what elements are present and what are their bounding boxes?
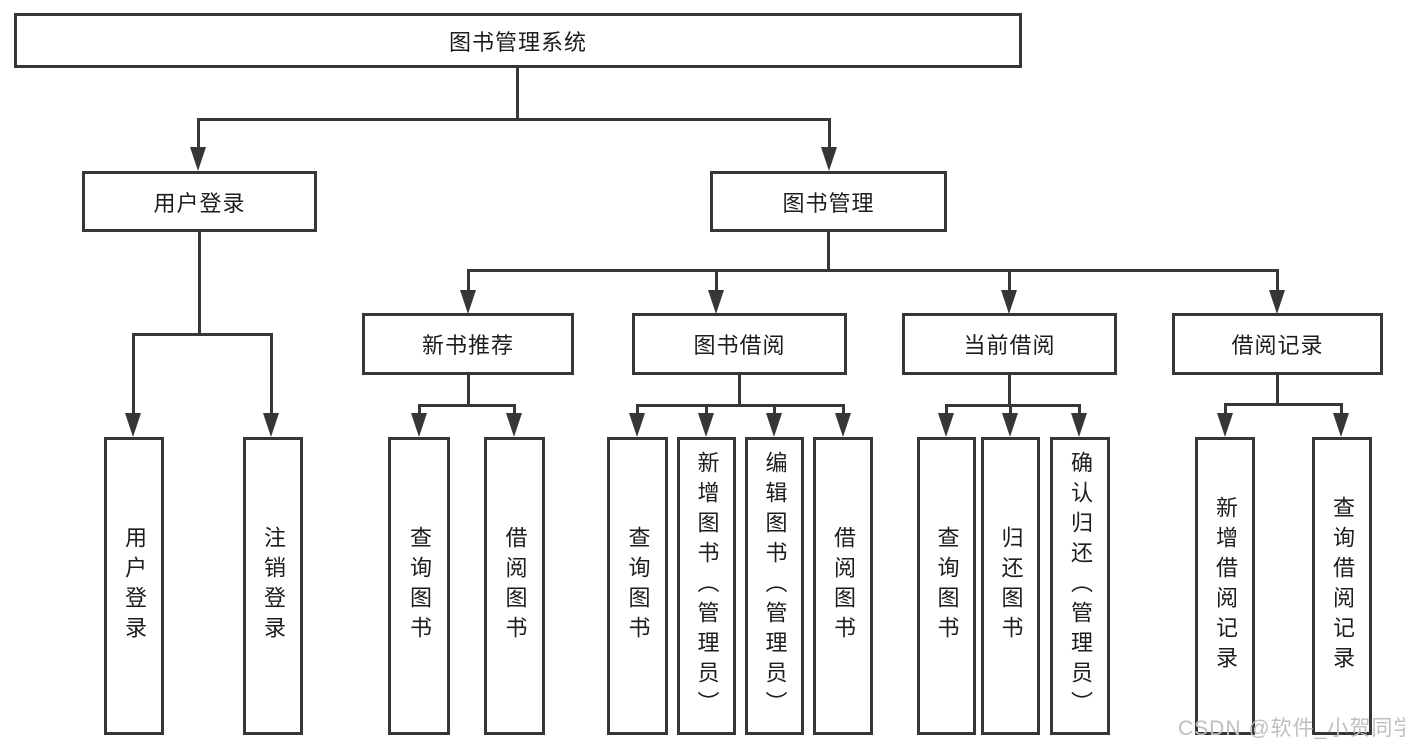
connector-leaf-stem <box>636 404 639 415</box>
connector-leaf-stem <box>773 404 776 415</box>
node-label: 用户登录 <box>153 190 246 216</box>
arrow-down-icon <box>263 413 279 437</box>
connector-borrowing-records-stem <box>1276 375 1279 405</box>
arrow-down-icon <box>411 413 427 437</box>
arrow-down-icon <box>190 147 206 171</box>
connector-to-book-management <box>828 118 831 150</box>
connector-to-book-borrowing <box>715 269 718 291</box>
node-label: 图书借阅 <box>693 333 786 358</box>
arrow-down-icon <box>1001 290 1017 314</box>
leaf-label: 查询借阅记录 <box>1330 496 1355 676</box>
arrow-down-icon <box>1002 413 1018 437</box>
arrow-down-icon <box>835 413 851 437</box>
leaf-query-books-recommend: 查询图书 <box>388 437 450 735</box>
connector-book-borrowing-stem <box>738 375 741 407</box>
connector-leaf-stem <box>1224 403 1227 415</box>
connector-user-login-stem <box>198 232 201 336</box>
node-current-borrowing: 当前借阅 <box>902 313 1117 375</box>
node-user-login: 用户登录 <box>82 171 317 232</box>
leaf-logout: 注销登录 <box>243 437 303 735</box>
leaf-add-book-admin: 新增图书（管理员） <box>677 437 736 735</box>
connector-leaf-stem <box>705 404 708 415</box>
connector-to-new-book <box>467 269 470 291</box>
leaf-label: 借阅图书 <box>831 526 856 646</box>
leaf-borrow-books-recommend: 借阅图书 <box>484 437 545 735</box>
connector-current-borrowing-rail <box>945 404 1080 407</box>
connector-new-book-stem <box>467 375 470 407</box>
leaf-label: 新增图书（管理员） <box>694 451 720 721</box>
arrow-down-icon <box>708 290 724 314</box>
connector-new-book-rail <box>418 404 516 407</box>
leaf-edit-book-admin: 编辑图书（管理员） <box>745 437 804 735</box>
connector-book-management-rail <box>467 269 1279 272</box>
leaf-query-books-current: 查询图书 <box>917 437 976 735</box>
leaf-return-books: 归还图书 <box>981 437 1040 735</box>
arrow-down-icon <box>1217 413 1233 437</box>
connector-to-leaf-user-login <box>132 333 135 415</box>
node-label: 当前借阅 <box>963 333 1056 358</box>
connector-root-rail <box>197 118 831 121</box>
leaf-label: 新增借阅记录 <box>1213 496 1238 676</box>
connector-current-borrowing-stem <box>1008 375 1011 407</box>
leaf-add-borrow-record: 新增借阅记录 <box>1195 437 1255 735</box>
node-borrowing-records: 借阅记录 <box>1172 313 1383 375</box>
connector-leaf-stem <box>513 404 516 415</box>
node-label: 图书管理 <box>782 190 875 216</box>
connector-leaf-stem <box>418 404 421 415</box>
arrow-down-icon <box>1071 413 1087 437</box>
arrow-down-icon <box>698 413 714 437</box>
arrow-down-icon <box>1269 290 1285 314</box>
leaf-label: 查询图书 <box>625 526 651 646</box>
connector-to-current-borrowing <box>1008 269 1011 291</box>
leaf-label: 注销登录 <box>261 526 286 646</box>
connector-user-login-rail <box>132 333 273 336</box>
connector-to-borrowing-records <box>1276 269 1279 291</box>
connector-book-borrowing-rail <box>636 404 845 407</box>
leaf-label: 查询图书 <box>934 526 960 646</box>
leaf-label: 编辑图书（管理员） <box>762 451 788 721</box>
leaf-confirm-return-admin: 确认归还（管理员） <box>1050 437 1110 735</box>
leaf-borrow-books-borrowing: 借阅图书 <box>813 437 873 735</box>
leaf-label: 归还图书 <box>998 526 1024 646</box>
node-book-management: 图书管理 <box>710 171 947 232</box>
connector-borrowing-records-rail <box>1224 403 1343 406</box>
leaf-query-borrow-record: 查询借阅记录 <box>1312 437 1372 735</box>
leaf-label: 查询图书 <box>407 526 432 646</box>
leaf-label: 借阅图书 <box>502 526 528 646</box>
connector-leaf-stem <box>842 404 845 415</box>
connector-root-stem <box>516 68 519 121</box>
connector-leaf-stem <box>1078 404 1081 415</box>
node-label: 借阅记录 <box>1231 333 1324 358</box>
arrow-down-icon <box>766 413 782 437</box>
node-label: 新书推荐 <box>421 333 514 358</box>
arrow-down-icon <box>460 290 476 314</box>
connector-leaf-stem <box>945 404 948 415</box>
csdn-watermark: CSDN @软件_小贺同学 <box>1178 717 1405 740</box>
node-label: 图书管理系统 <box>448 29 587 55</box>
arrow-down-icon <box>629 413 645 437</box>
leaf-label: 用户登录 <box>122 526 147 646</box>
node-book-borrowing: 图书借阅 <box>632 313 847 375</box>
leaf-query-books-borrowing: 查询图书 <box>607 437 668 735</box>
connector-leaf-stem <box>1009 404 1012 415</box>
leaf-user-login: 用户登录 <box>104 437 164 735</box>
arrow-down-icon <box>125 413 141 437</box>
arrow-down-icon <box>938 413 954 437</box>
node-new-book-recommendation: 新书推荐 <box>362 313 574 375</box>
arrow-down-icon <box>821 147 837 171</box>
leaf-label: 确认归还（管理员） <box>1068 451 1093 721</box>
connector-to-leaf-logout <box>270 333 273 415</box>
connector-book-management-stem <box>827 232 830 271</box>
connector-to-user-login <box>197 118 200 150</box>
node-library-management-system: 图书管理系统 <box>14 13 1022 68</box>
arrow-down-icon <box>1333 413 1349 437</box>
connector-leaf-stem <box>1340 403 1343 415</box>
arrow-down-icon <box>506 413 522 437</box>
